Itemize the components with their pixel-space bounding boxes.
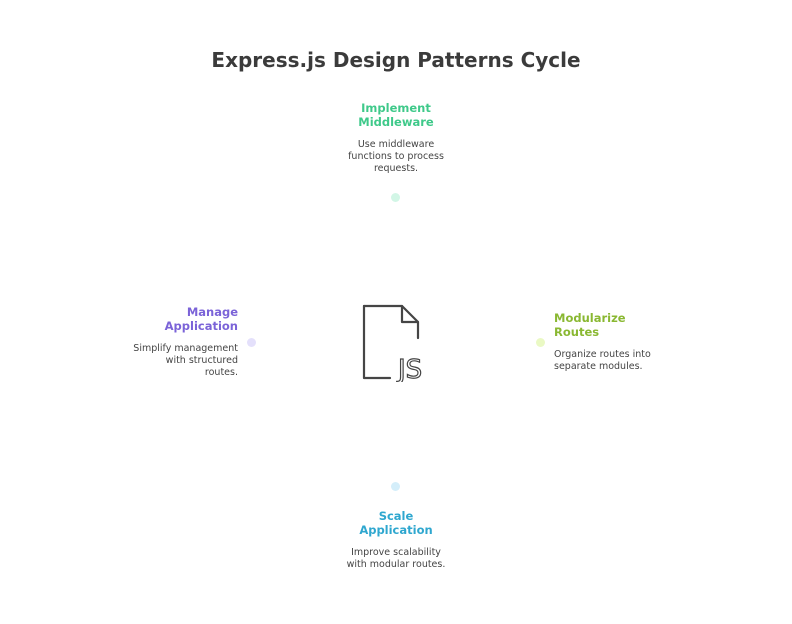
step-title-scale-application: Scale Application (359, 509, 433, 537)
step-description-modularize-routes: Organize routes into separate modules. (554, 349, 651, 372)
step-title-implement-middleware: Implement Middleware (358, 101, 434, 129)
step-title-manage-application: Manage Application (164, 305, 238, 333)
step-description-manage-application: Simplify management with structured rout… (133, 343, 238, 378)
step-marker-modularize-routes (536, 338, 545, 347)
step-marker-implement-middleware (391, 193, 400, 202)
diagram-title: Express.js Design Patterns Cycle (211, 48, 581, 72)
javascript-file-icon: JS (356, 302, 436, 386)
step-description-implement-middleware: Use middleware functions to process requ… (348, 139, 444, 174)
step-marker-scale-application (391, 482, 400, 491)
js-label: JS (396, 355, 422, 382)
step-description-scale-application: Improve scalability with modular routes. (346, 547, 446, 570)
step-title-modularize-routes: Modularize Routes (554, 311, 626, 339)
step-marker-manage-application (247, 338, 256, 347)
